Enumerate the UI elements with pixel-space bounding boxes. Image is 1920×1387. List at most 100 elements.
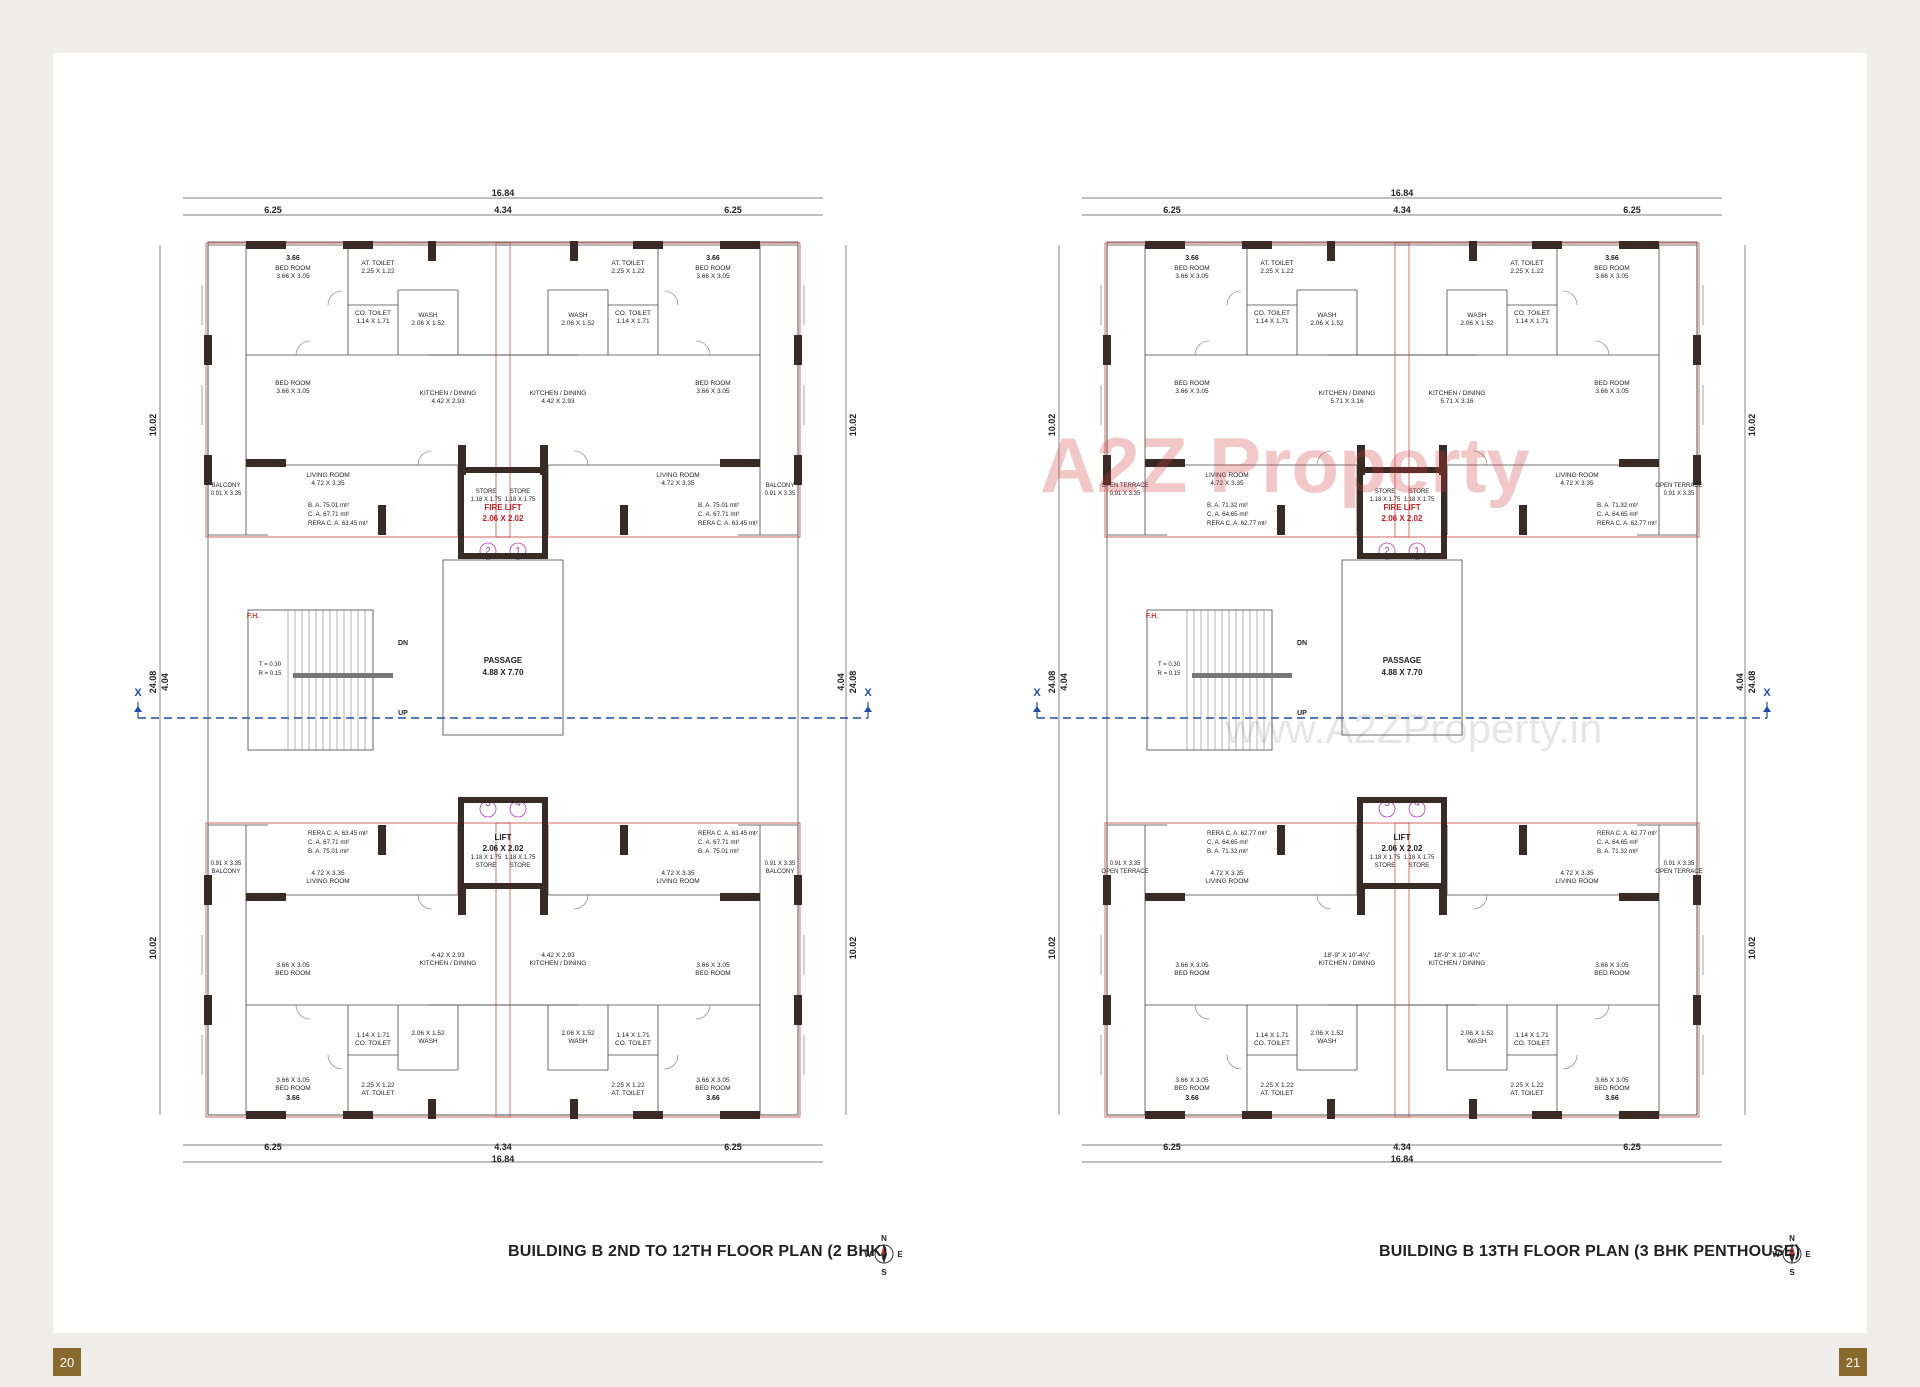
side-dimension: 10.02 <box>1747 414 1757 437</box>
kitchen-size: 4.42 X 2.93 <box>541 952 575 959</box>
wall-block <box>428 241 436 261</box>
store-size: 1.18 X 1.75 <box>471 497 502 503</box>
kitchen-label: KITCHEN / DINING <box>1429 390 1486 397</box>
living-room-label: LIVING ROOM <box>1555 878 1598 885</box>
bed-room-size: 3.66 X 3.05 <box>1175 388 1209 395</box>
fire-lift-size: 2.06 X 2.02 <box>1382 514 1423 523</box>
bed-room-label: BED ROOM <box>1174 1085 1209 1092</box>
balcony-size: 0.91 X 3.35 <box>1664 861 1695 867</box>
balcony-label: OPEN TERRACE <box>1101 869 1148 875</box>
wall-block <box>794 995 802 1025</box>
toilet-size: 2.25 X 1.22 <box>361 268 395 275</box>
store-label: STORE <box>476 489 497 495</box>
living-room-label: LIVING ROOM <box>656 878 699 885</box>
bed-room-label: BED ROOM <box>1594 265 1629 272</box>
bed-room-size: 3.66 X 3.05 <box>1595 388 1629 395</box>
side-dimension: 10.02 <box>148 414 158 437</box>
compass-e: E <box>897 1250 903 1259</box>
door-swing <box>1194 1004 1210 1020</box>
unit-number: 3 <box>485 798 491 809</box>
top-dimension-left: 6.25 <box>1163 205 1181 215</box>
door-swing <box>417 894 433 910</box>
side-dimension: 10.02 <box>848 414 858 437</box>
lift-shaft <box>458 797 548 889</box>
toilet-size: 2.25 X 1.22 <box>1510 268 1544 275</box>
compass-w: W <box>1772 1250 1780 1259</box>
kitchen-size: 5.71 X 3.16 <box>1440 398 1474 405</box>
bed-room-label: BED ROOM <box>695 970 730 977</box>
wash-label: WASH <box>1467 312 1487 319</box>
kitchen-label: KITCHEN / DINING <box>420 390 477 397</box>
top-dimension-right: 6.25 <box>724 205 742 215</box>
rera-carpet-area: RERA C. A. 63.45 mt² <box>308 520 368 527</box>
co-toilet-label: CO. TOILET <box>1254 1040 1290 1047</box>
stair-handrail <box>1192 673 1292 678</box>
wash-label: WASH <box>1317 312 1337 319</box>
stair-well <box>1146 609 1273 751</box>
co-toilet-size: 1.14 X 1.71 <box>616 318 650 325</box>
store-size: 1.18 X 1.75 <box>1404 497 1435 503</box>
compass-needle <box>1789 1254 1795 1264</box>
wall-block <box>1103 995 1111 1025</box>
bed-room-label: BED ROOM <box>1594 380 1629 387</box>
lift-label: LIFT <box>495 833 512 842</box>
wall-block <box>1242 1111 1272 1119</box>
wall-block <box>620 505 628 535</box>
dim-label: 3.66 <box>1185 1095 1199 1102</box>
wall-block <box>1532 241 1562 249</box>
stair-riser-size: R = 0.15 <box>1158 671 1182 677</box>
store-label: STORE <box>1375 489 1396 495</box>
bed-room-size: 3.66 X 3.05 <box>696 388 730 395</box>
carpet-area: C. A. 64.65 mt² <box>1597 839 1638 846</box>
wall-block <box>458 885 466 915</box>
kitchen-size: 4.42 X 2.93 <box>431 952 465 959</box>
wall-block <box>633 1111 663 1119</box>
door-swing <box>573 894 589 910</box>
living-room-size: 4.72 X 3.35 <box>1560 480 1594 487</box>
toilet-label: AT. TOILET <box>1510 1090 1543 1097</box>
living-room-size: 4.72 X 3.35 <box>311 870 345 877</box>
right-plan-caption: BUILDING B 13TH FLOOR PLAN (3 BHK PENTHO… <box>1379 1243 1801 1260</box>
balcony-label: BALCONY <box>766 869 795 875</box>
left-plan-caption: BUILDING B 2ND TO 12TH FLOOR PLAN (2 BHK… <box>508 1243 888 1260</box>
wall-block <box>1277 825 1285 855</box>
kitchen-size: 18'-9" X 10'-4¼" <box>1434 952 1481 959</box>
unit-number: 1 <box>515 546 521 557</box>
co-toilet-label: CO. TOILET <box>1514 1040 1550 1047</box>
compass-s: S <box>1789 1268 1795 1277</box>
wall-block <box>1357 445 1365 475</box>
store-label: STORE <box>1409 489 1430 495</box>
bottom-dimension-left: 6.25 <box>1163 1142 1181 1152</box>
built-area: B. A. 71.32 mt² <box>1597 502 1638 509</box>
store-label: STORE <box>1409 863 1430 869</box>
store-label: STORE <box>476 863 497 869</box>
wash-size: 2.06 X 1.52 <box>1310 1030 1344 1037</box>
passage-size: 4.88 X 7.70 <box>1382 668 1423 677</box>
wall-block <box>1145 459 1185 467</box>
compass-e: E <box>1805 1250 1811 1259</box>
bed-room-size: 3.66 X 3.05 <box>696 273 730 280</box>
door-swing <box>695 340 711 356</box>
kitchen-size: 4.42 X 2.93 <box>541 398 575 405</box>
wall-block <box>1439 885 1447 915</box>
wall-block <box>1145 893 1185 901</box>
stair-handrail <box>293 673 393 678</box>
wall-block <box>633 241 663 249</box>
living-room-size: 4.72 X 3.35 <box>661 870 695 877</box>
built-area: B. A. 75.01 mt² <box>308 848 349 855</box>
wash-size: 2.06 X 1.52 <box>561 320 595 327</box>
bottom-dimension-left: 6.25 <box>264 1142 282 1152</box>
wall-block <box>1519 825 1527 855</box>
living-room-label: LIVING ROOM <box>1205 472 1248 479</box>
carpet-area: C. A. 67.71 mt² <box>698 511 739 518</box>
kitchen-label: KITCHEN / DINING <box>420 960 477 967</box>
wall-block <box>1439 445 1447 475</box>
toilet-label: AT. TOILET <box>1510 260 1543 267</box>
wall-block <box>1327 241 1335 261</box>
carpet-area: C. A. 67.71 mt² <box>308 839 349 846</box>
balcony-label: OPEN TERRACE <box>1655 483 1702 489</box>
